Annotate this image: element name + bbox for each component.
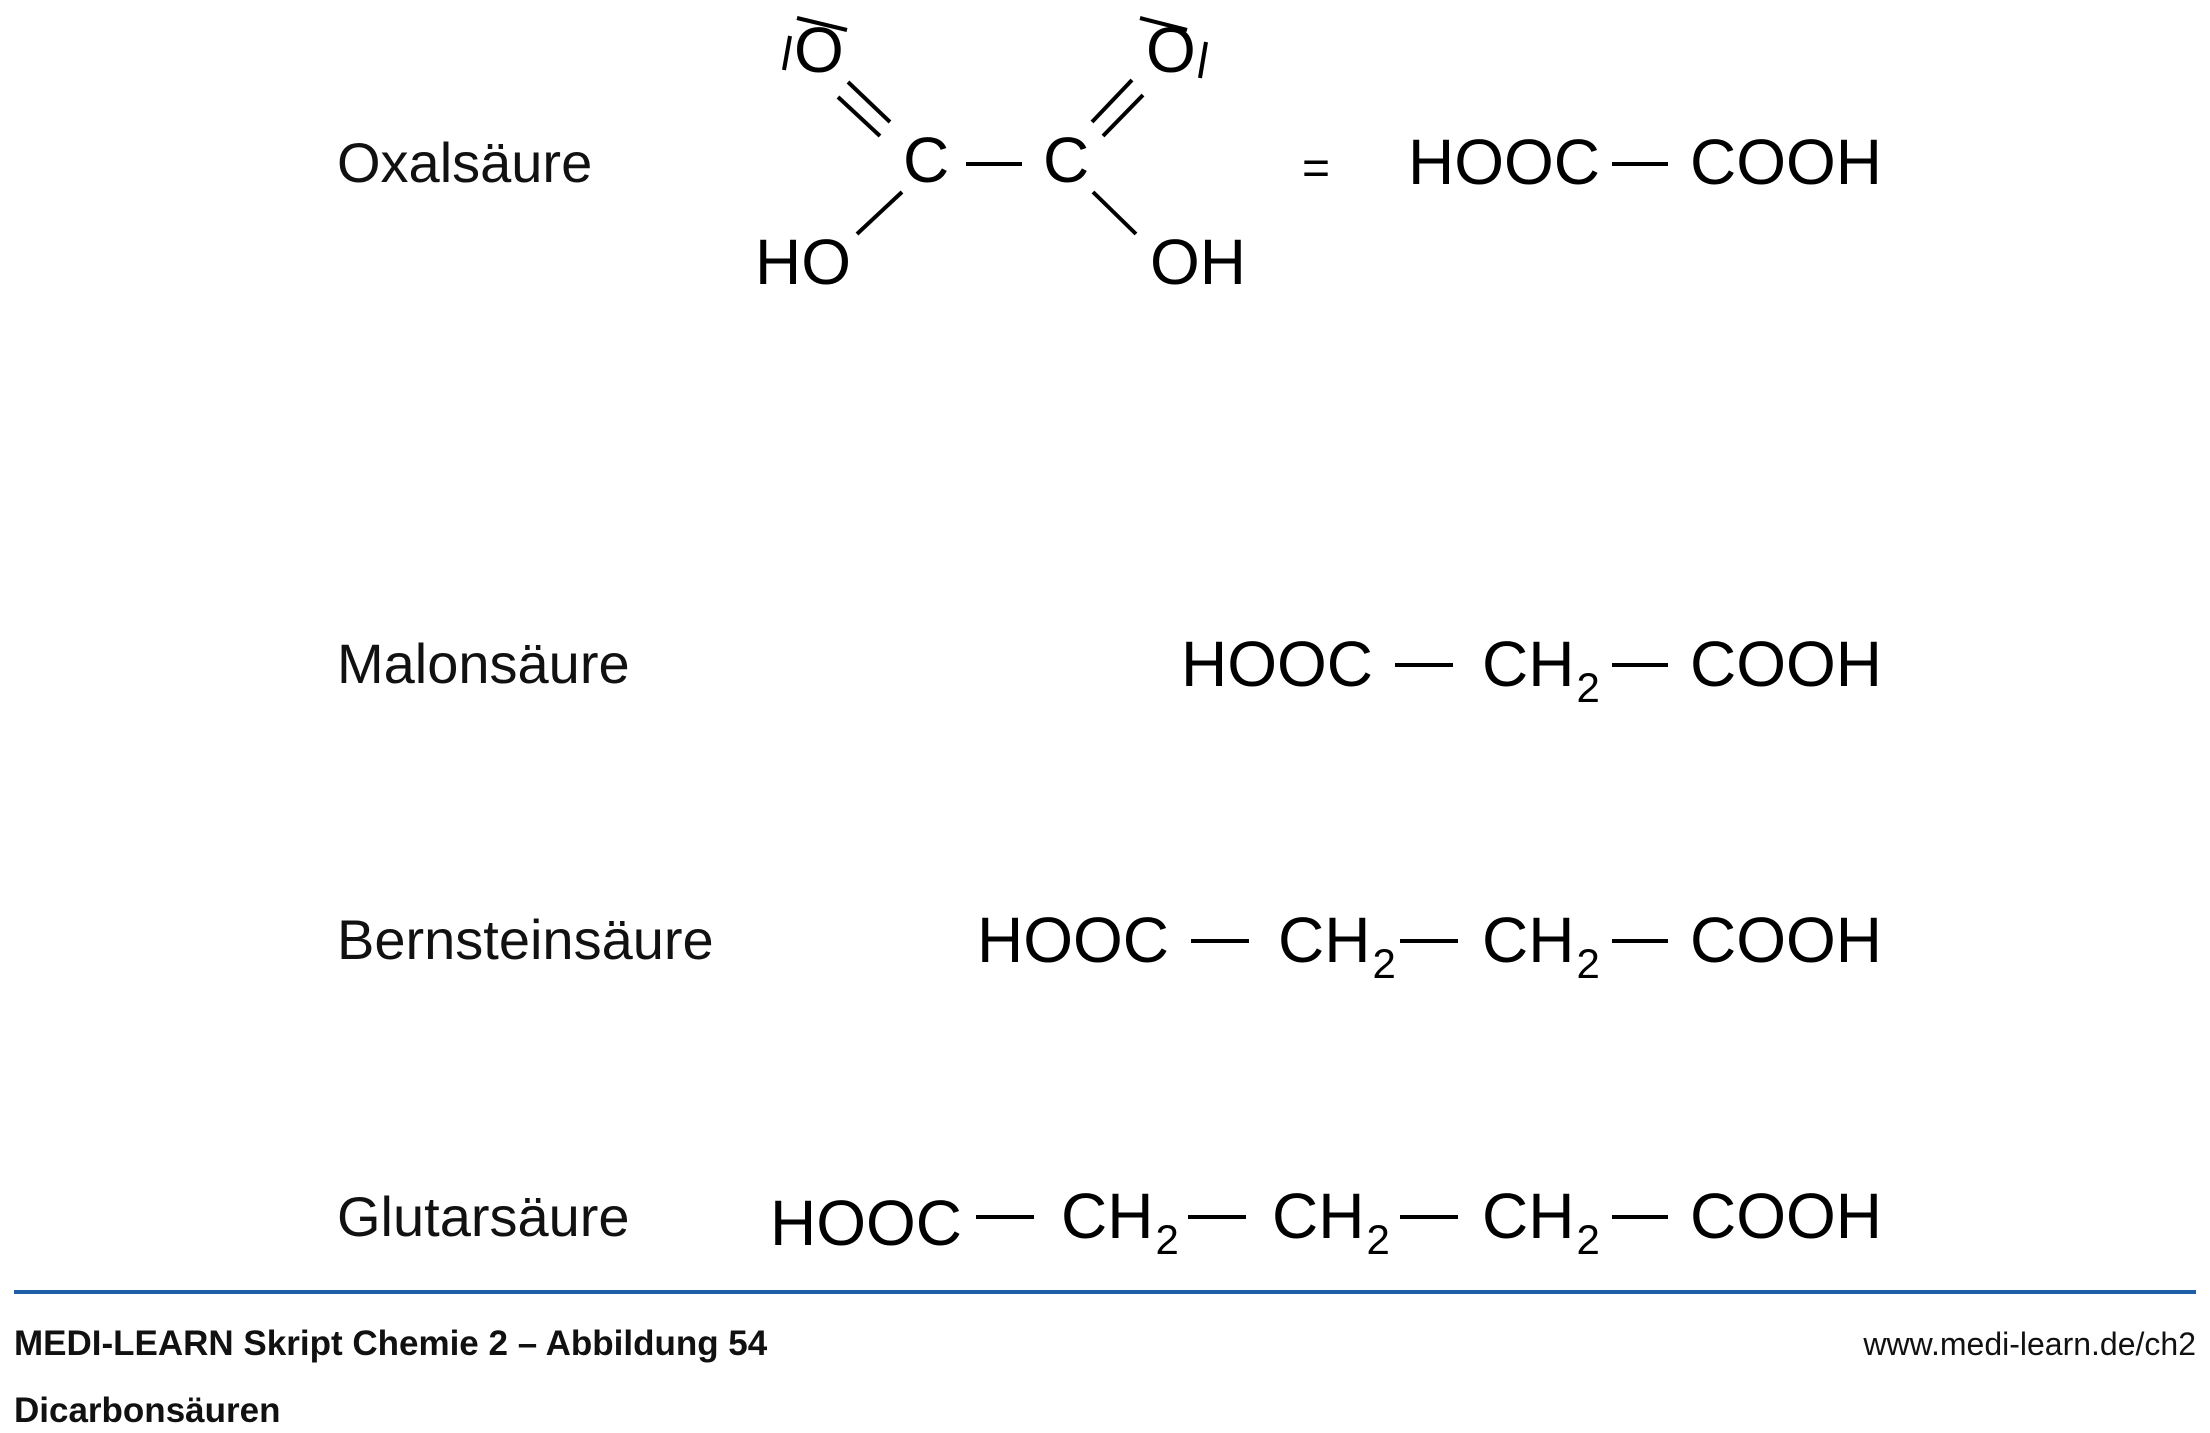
- lone-pair-left-o-1: [782, 35, 792, 71]
- row-oxalic-acid: Oxalsäure O O C C HO OH =: [337, 14, 1882, 298]
- group-cooh: COOH: [1690, 628, 1882, 700]
- malonic-condensed-formula: HOOC CH2 COOH: [1181, 628, 1882, 711]
- lone-pair-left-o-2: [796, 16, 848, 32]
- double-bond-left-a: [846, 80, 892, 124]
- acid-name-oxalic: Oxalsäure: [337, 131, 592, 194]
- footer-title: MEDI-LEARN Skript Chemie 2 – Abbildung 5…: [14, 1324, 768, 1363]
- lone-pair-right-o-2: [1198, 41, 1208, 79]
- acid-name-glutaric: Glutarsäure: [337, 1185, 630, 1248]
- group-oh: OH: [1150, 226, 1246, 298]
- atom-right-o: O: [1146, 14, 1196, 86]
- lone-pair-right-o-1: [1139, 16, 1188, 32]
- row-succinic-acid: Bernsteinsäure HOOC CH2 CH2 COOH: [337, 904, 1882, 987]
- group-ch2: CH2: [1482, 628, 1600, 711]
- group-hooc: HOOC: [1408, 126, 1600, 198]
- group-cooh: COOH: [1690, 1180, 1882, 1252]
- atom-c1: C: [903, 124, 949, 196]
- group-hooc: HOOC: [977, 904, 1169, 976]
- group-cooh: COOH: [1690, 126, 1882, 198]
- group-ch2: CH2: [1278, 904, 1396, 987]
- atom-left-o: O: [794, 14, 844, 86]
- row-glutaric-acid: Glutarsäure HOOC CH2 CH2 CH2 COOH: [337, 1180, 1882, 1263]
- group-ch2: CH2: [1272, 1180, 1390, 1263]
- glutaric-condensed-formula: HOOC CH2 CH2 CH2 COOH: [770, 1180, 1882, 1263]
- footer-subtitle: Dicarbonsäuren: [14, 1391, 280, 1430]
- bond-c2-oh: [1091, 190, 1138, 236]
- atom-c2: C: [1043, 124, 1089, 196]
- oxalic-condensed-formula: HOOC COOH: [1408, 126, 1882, 198]
- group-hooc: HOOC: [1181, 628, 1373, 700]
- acid-name-malonic: Malonsäure: [337, 632, 630, 695]
- group-ch2: CH2: [1061, 1180, 1179, 1263]
- footer-url: www.medi-learn.de/ch2: [1862, 1326, 2196, 1362]
- acid-name-succinic: Bernsteinsäure: [337, 908, 714, 971]
- group-ch2: CH2: [1482, 1180, 1600, 1263]
- group-ho: HO: [755, 226, 851, 298]
- succinic-condensed-formula: HOOC CH2 CH2 COOH: [977, 904, 1882, 987]
- oxalic-structural-formula: O O C C HO OH: [755, 14, 1246, 298]
- group-cooh: COOH: [1690, 904, 1882, 976]
- group-hooc: HOOC: [770, 1187, 962, 1259]
- bond-c1-oh: [855, 190, 904, 236]
- double-bond-left-b: [836, 95, 882, 138]
- double-bond-right-b: [1101, 93, 1145, 138]
- equals-sign: =: [1302, 142, 1330, 195]
- double-bond-right-a: [1090, 78, 1134, 124]
- footer: MEDI-LEARN Skript Chemie 2 – Abbildung 5…: [14, 1290, 2196, 1430]
- footer-divider: [14, 1290, 2196, 1294]
- group-ch2: CH2: [1482, 904, 1600, 987]
- row-malonic-acid: Malonsäure HOOC CH2 COOH: [337, 628, 1882, 711]
